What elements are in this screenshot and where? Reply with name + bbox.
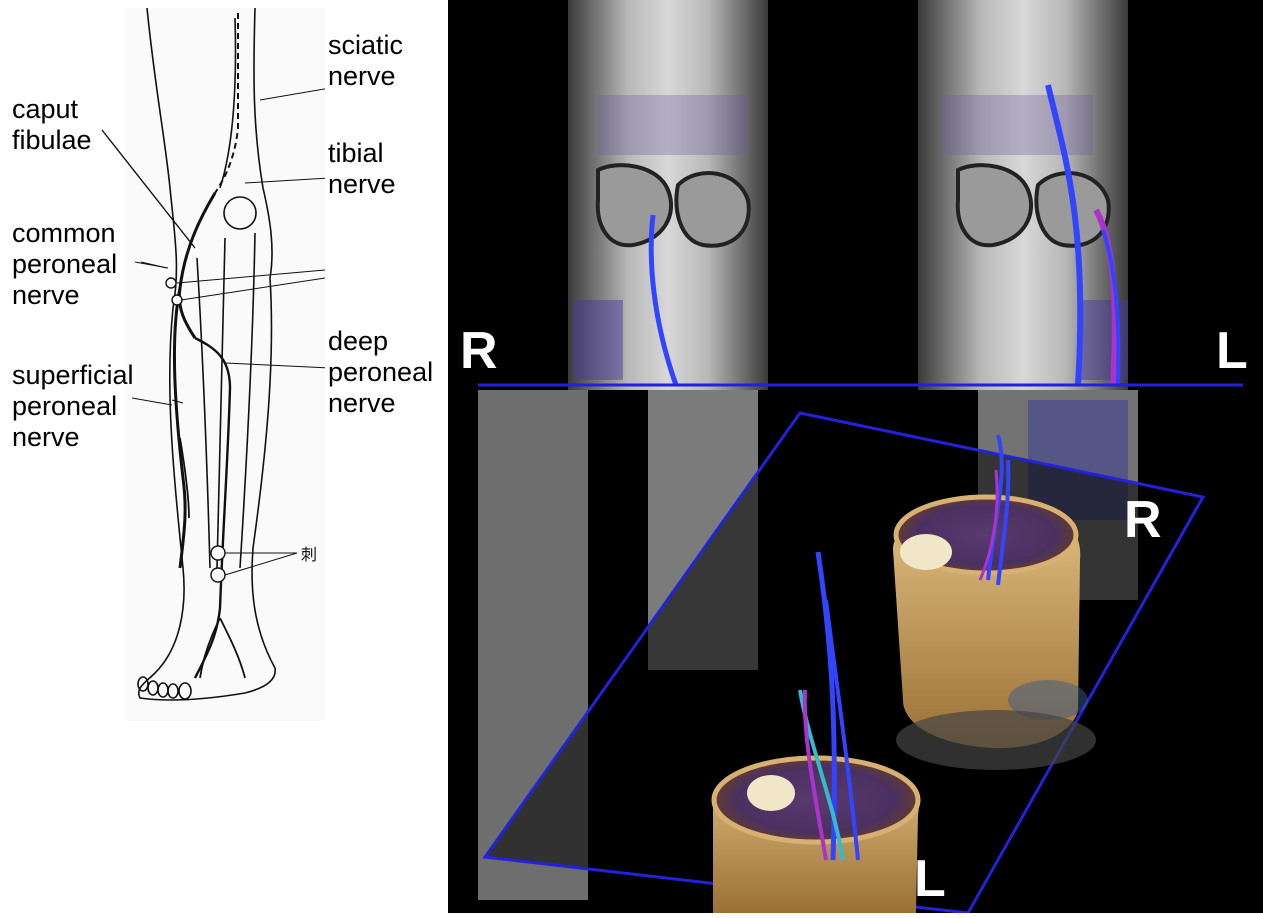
common-peroneal-pointer-line [135,262,168,268]
orientation-label-bottom-l: L [914,853,946,905]
label-superficial-peroneal-nerve: superficial peroneal nerve [12,360,134,453]
superficial-pointer-line [132,398,172,405]
axial-slice-disc [896,710,1096,770]
label-tibial-nerve: tibial nerve [328,138,396,200]
coronal-right-leg-image [568,0,768,390]
label-caput-fibulae: caput fibulae [12,94,92,156]
mri-tractography-panel: R L R L [448,0,1263,913]
axial-cylinder-left-leg [713,758,919,913]
coronal-left-leg-image [918,0,1128,390]
label-sciatic-nerve: sciatic nerve [328,30,403,92]
label-deep-peroneal-nerve: deep peroneal nerve [328,326,433,419]
orientation-label-top-l: L [1216,325,1248,377]
orientation-label-top-r: R [460,325,498,377]
mri-rendering [448,0,1263,913]
orientation-label-bottom-r: R [1124,494,1162,546]
label-common-peroneal-nerve: common peroneal nerve [12,218,117,311]
